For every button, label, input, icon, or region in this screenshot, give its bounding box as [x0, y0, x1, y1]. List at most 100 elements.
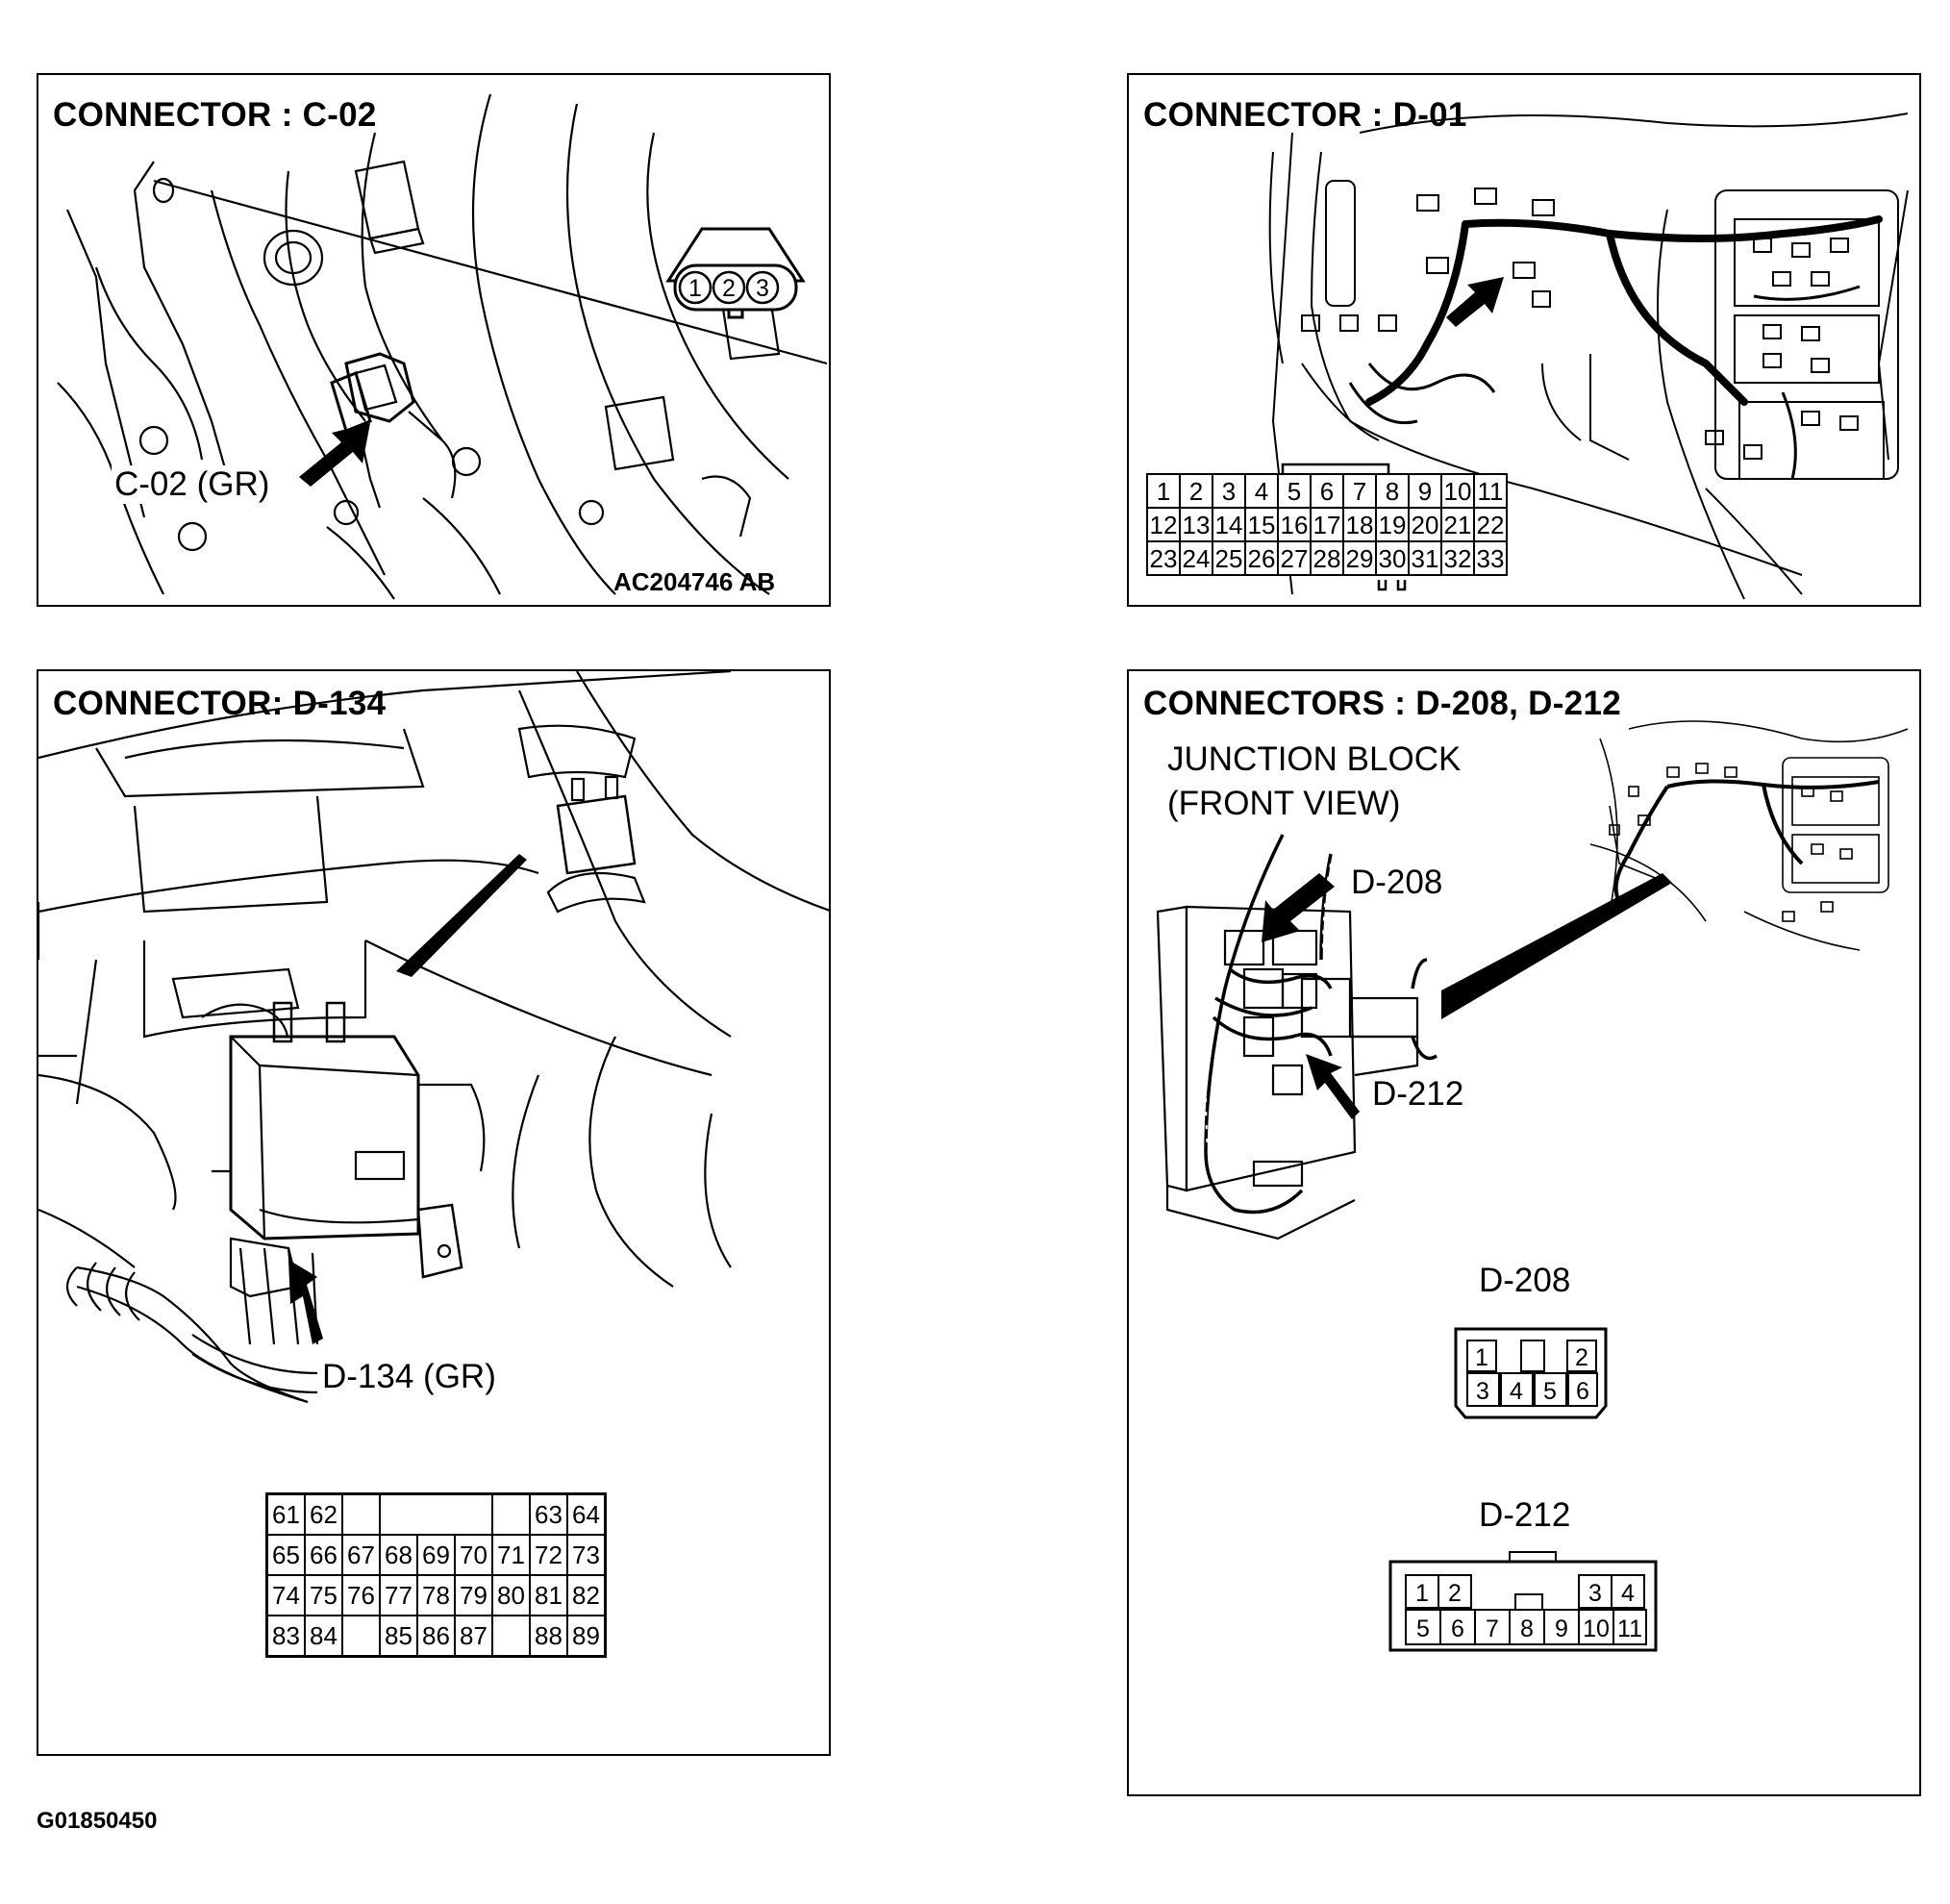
d134-pin-cell — [492, 1494, 530, 1536]
d01-pin-cell: 12 — [1146, 507, 1181, 542]
panel-connectors-d208-d212: 1 2 3 4 5 6 1 2 3 4 5 6 7 8 9 — [1127, 669, 1921, 1796]
d134-pin-cell: 65 — [265, 1534, 306, 1576]
d134-pin-cell: 78 — [416, 1574, 456, 1616]
d01-pin-cell: 29 — [1342, 540, 1377, 576]
d01-pin-cell: 1 — [1146, 473, 1181, 509]
d134-pin-cell: 67 — [341, 1534, 381, 1576]
d208-pin-5: 5 — [1543, 1378, 1557, 1405]
d01-pin-cell: 32 — [1440, 540, 1475, 576]
d01-pin-cell: 21 — [1440, 507, 1475, 542]
d134-pin-cell: 63 — [529, 1492, 568, 1536]
d01-pin-cell: 19 — [1375, 507, 1410, 542]
d01-pin-cell: 17 — [1310, 507, 1344, 542]
d212-pin-10: 10 — [1583, 1616, 1610, 1642]
d134-pin-cell: 72 — [529, 1534, 568, 1576]
d01-pin-cell: 26 — [1244, 540, 1279, 576]
d01-pin-cell: 22 — [1473, 507, 1508, 542]
d01-location-illustration — [1268, 113, 1909, 600]
d208-pointer-arrow — [1262, 873, 1335, 942]
c02-title: CONNECTOR : C-02 — [53, 96, 377, 134]
d212-pin-8: 8 — [1520, 1616, 1534, 1642]
d208-pin-4: 4 — [1510, 1378, 1523, 1405]
d134-pin-cell: 88 — [529, 1615, 568, 1658]
d134-pin-cell: 82 — [566, 1574, 607, 1616]
d134-title: CONNECTOR: D-134 — [53, 685, 387, 722]
d01-pin-cell: 4 — [1244, 473, 1279, 509]
d134-pin-cell — [342, 1616, 380, 1657]
d01-pointer-arrow — [1446, 277, 1504, 327]
d01-pin-cell: 16 — [1277, 507, 1312, 542]
d01-pin-cell: 8 — [1375, 473, 1410, 509]
d208-connector-face — [1454, 1327, 1608, 1419]
d01-pin-cell: 10 — [1440, 473, 1475, 509]
c02-pin-3: 3 — [756, 275, 769, 302]
d134-pointer-arrow — [288, 1260, 323, 1344]
d212-callout-label: D-212 — [1369, 1075, 1467, 1114]
d134-pin-cell: 87 — [454, 1615, 493, 1658]
d134-pin-cell — [492, 1616, 530, 1657]
d01-pin-cell: 24 — [1179, 540, 1213, 576]
d134-pin-cell: 77 — [379, 1574, 418, 1616]
d01-pin-cell: 2 — [1179, 473, 1213, 509]
d212-pin-6: 6 — [1451, 1616, 1464, 1642]
d212-connector-face — [1388, 1551, 1658, 1652]
d134-pin-cell: 75 — [304, 1574, 343, 1616]
d134-pin-cell: 66 — [304, 1534, 343, 1576]
c02-pin-2: 2 — [722, 275, 736, 302]
d01-pin-cell: 31 — [1408, 540, 1442, 576]
d212-pin-4: 4 — [1621, 1580, 1635, 1607]
d01-pin-cell: 15 — [1244, 507, 1279, 542]
c02-callout-label: C-02 (GR) — [112, 465, 273, 504]
d134-pin-cell: 73 — [566, 1534, 607, 1576]
d208-callout-label: D-208 — [1348, 864, 1446, 902]
d208-d212-zoom-wedge — [1441, 873, 1672, 1019]
footer-figure-code: G01850450 — [37, 1808, 158, 1834]
d01-pin-cell: 11 — [1473, 473, 1508, 509]
d134-pin-cell: 62 — [304, 1492, 343, 1536]
front-view-label: (FRONT VIEW) — [1167, 785, 1401, 822]
d01-pin-cell: 7 — [1342, 473, 1377, 509]
d212-pin-11: 11 — [1617, 1616, 1642, 1642]
d212-pointer-arrow — [1306, 1054, 1360, 1119]
d01-pin-cell: 30 — [1375, 540, 1410, 576]
d01-pin-cell: 9 — [1408, 473, 1442, 509]
panel-connector-c02: CONNECTOR : C-02 1 2 3 C-02 (GR) AC20474… — [37, 73, 831, 607]
d134-pin-cell: 89 — [566, 1615, 607, 1658]
d01-pin-cell: 13 — [1179, 507, 1213, 542]
d212-pin-9: 9 — [1555, 1616, 1568, 1642]
d208-d212-title: CONNECTORS : D-208, D-212 — [1143, 685, 1621, 722]
d134-location-illustration — [38, 671, 829, 1404]
d134-pin-cell: 74 — [265, 1574, 306, 1616]
d01-pin-cell: 27 — [1277, 540, 1312, 576]
c02-pointer-arrow — [299, 423, 370, 487]
d208-pin-1: 1 — [1475, 1344, 1488, 1371]
d212-face-label: D-212 — [1479, 1496, 1571, 1534]
d134-pin-cell — [342, 1494, 380, 1536]
d01-pin-cell: 33 — [1473, 540, 1508, 576]
d01-pin-cell: 14 — [1212, 507, 1246, 542]
d01-pin-cell: 6 — [1310, 473, 1344, 509]
d01-pin-cell: 28 — [1310, 540, 1344, 576]
d134-pin-cell: 80 — [491, 1574, 531, 1616]
d134-pin-cell: 61 — [265, 1492, 306, 1536]
d134-pin-cell: 76 — [341, 1574, 381, 1616]
d208-pin-2: 2 — [1575, 1344, 1588, 1371]
d134-pin-cell: 64 — [566, 1492, 607, 1536]
d212-pin-3: 3 — [1588, 1580, 1602, 1607]
d208-face-label: D-208 — [1479, 1262, 1571, 1299]
c02-reference-code: AC204746 AB — [613, 567, 776, 596]
d212-pin-5: 5 — [1416, 1616, 1430, 1642]
d134-pin-cell: 84 — [304, 1615, 343, 1658]
d212-pin-1: 1 — [1415, 1580, 1429, 1607]
d01-pin-cell: 23 — [1146, 540, 1181, 576]
